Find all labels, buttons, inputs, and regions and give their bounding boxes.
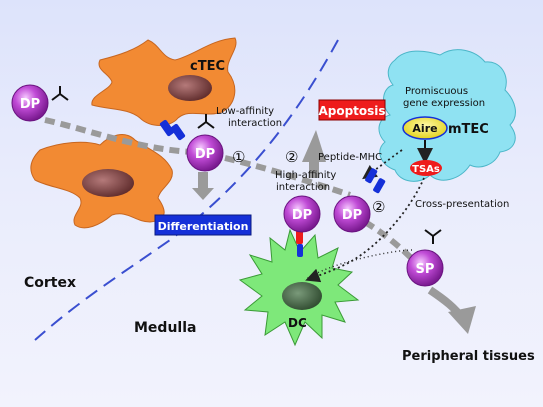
aire-label: Aire: [412, 122, 437, 135]
tsas-label: TSAs: [412, 164, 440, 175]
dp-cell-cortex-left: DP: [11, 84, 49, 122]
apoptosis-arrow-shaft: [309, 158, 319, 178]
receptor-high-affinity: [365, 168, 386, 194]
promiscuous-line1: Promiscuous: [405, 86, 468, 97]
receptor-dc-dp: [296, 230, 303, 257]
dp-cell-label: DP: [195, 147, 215, 162]
differentiation-arrow-shaft: [198, 172, 208, 190]
step-1-marker: ①: [232, 148, 245, 166]
differentiation-box: Differentiation: [154, 214, 252, 236]
dp-cell-high-affinity: DP: [333, 195, 371, 233]
ctec-nucleus-bottom: [82, 169, 134, 197]
dp-cell-low-affinity: DP: [186, 134, 224, 172]
tcr-icon-dp1: [51, 86, 69, 101]
apoptosis-box: Apoptosis: [318, 99, 386, 121]
dp-cell-label: DP: [292, 208, 312, 223]
cortex-label: Cortex: [24, 275, 76, 291]
high-affinity-line2: interaction: [276, 182, 330, 193]
promiscuous-line2: gene expression: [403, 98, 485, 109]
dc-label: DC: [288, 316, 307, 330]
cross-presentation-label: Cross-presentation: [415, 199, 509, 210]
peripheral-tissues-label: Peripheral tissues: [402, 349, 535, 364]
dp-cell-label: DP: [342, 208, 362, 223]
ctec-cell-bottom: [30, 134, 173, 229]
dp-cell-dc-contact: DP: [283, 195, 321, 233]
ctec-nucleus: [168, 75, 212, 101]
mtec-cell: [378, 49, 516, 182]
ctec-cell-top: [91, 37, 237, 126]
tcr-icon-dp2: [197, 114, 215, 129]
apoptosis-label: Apoptosis: [318, 104, 385, 118]
aire-nucleus: [402, 116, 448, 140]
high-affinity-line1: High-affinity: [275, 170, 336, 181]
dp-cell-label: DP: [20, 97, 40, 112]
step-2-marker-left: ②: [285, 148, 298, 166]
sp-cell-label: SP: [416, 262, 435, 277]
ctec-label: cTEC: [190, 59, 225, 74]
tsas-blob: [410, 160, 442, 176]
sp-cell: SP: [406, 249, 444, 287]
dc-cell: [238, 228, 360, 347]
tcr-icon-sp: [424, 229, 442, 244]
peptide-mhc-label: Peptide-MHC: [318, 152, 382, 163]
mtec-label: mTEC: [448, 122, 489, 137]
migration-path-cortex: [44, 117, 196, 155]
low-affinity-line2: interaction: [228, 118, 282, 129]
differentiation-arrowhead: [192, 188, 214, 200]
medulla-label: Medulla: [134, 320, 196, 336]
step-2-marker-right: ②: [372, 198, 385, 216]
periphery-arrowhead: [448, 306, 476, 334]
migration-path-to-medulla: [224, 155, 351, 198]
apoptosis-arrowhead: [302, 130, 326, 162]
receptor-low-affinity: [159, 119, 186, 141]
dc-nucleus: [282, 282, 322, 310]
differentiation-label: Differentiation: [158, 220, 249, 233]
low-affinity-line1: Low-affinity: [216, 106, 274, 117]
